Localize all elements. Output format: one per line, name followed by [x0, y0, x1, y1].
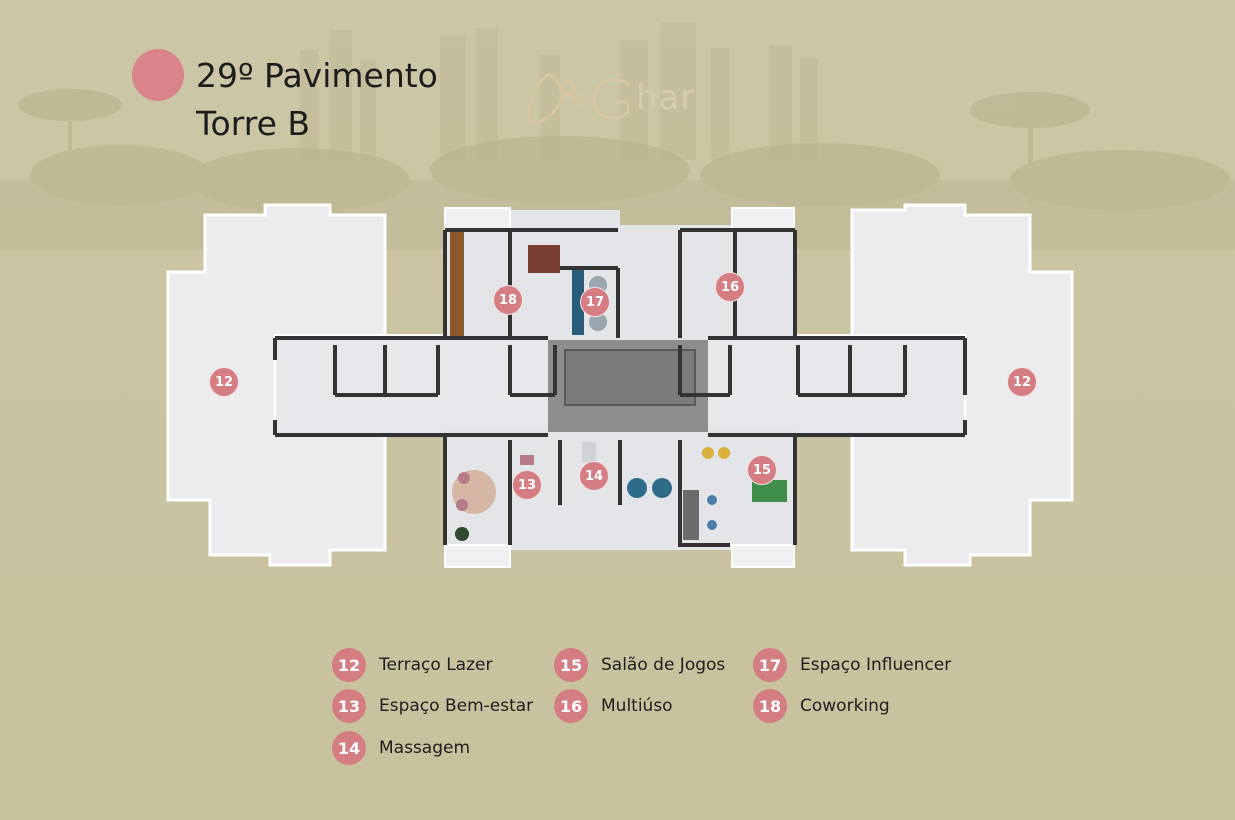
balcony-bottom-left	[444, 544, 511, 568]
legend-label: Multiúso	[601, 696, 673, 716]
legend-badge: 17	[753, 648, 787, 682]
legend-label: Massagem	[379, 738, 471, 758]
skyline	[300, 22, 818, 160]
legend-item-15: 15 Salão de Jogos	[554, 648, 725, 682]
lion-key-g-logo-icon	[527, 72, 632, 124]
balcony-top-left	[444, 207, 511, 231]
title-tower: Torre B	[196, 104, 311, 143]
plan-marker-18: 18	[493, 285, 523, 315]
legend-badge: 16	[554, 689, 588, 723]
legend-item-12: 12 Terraço Lazer	[332, 648, 492, 682]
page-title: 29º Pavimento Torre B	[196, 52, 438, 148]
legend-badge: 12	[332, 648, 366, 682]
plan-marker-15: 15	[747, 455, 777, 485]
plan-marker-17: 17	[580, 287, 610, 317]
plan-marker-12-left: 12	[209, 367, 239, 397]
legend-label: Salão de Jogos	[601, 655, 726, 675]
legend-label: Terraço Lazer	[379, 655, 493, 675]
legend-item-14: 14 Massagem	[332, 731, 470, 765]
plan-marker-14: 14	[579, 461, 609, 491]
core-shaft	[564, 349, 696, 406]
balcony-bottom-right	[731, 544, 795, 568]
plan-marker-16: 16	[715, 272, 745, 302]
walls	[273, 228, 967, 547]
logo-text: har	[636, 78, 696, 118]
legend-badge: 18	[753, 689, 787, 723]
plan-marker-12-right: 12	[1007, 367, 1037, 397]
legend-item-18: 18 Coworking	[753, 689, 890, 723]
upper-block-right	[620, 225, 795, 340]
legend-item-13: 13 Espaço Bem-estar	[332, 689, 533, 723]
legend-label: Espaço Influencer	[800, 655, 952, 675]
legend-badge: 14	[332, 731, 366, 765]
title-floor: 29º Pavimento	[196, 56, 438, 95]
legend-badge: 13	[332, 689, 366, 723]
balcony-top-right	[731, 207, 795, 231]
furniture	[450, 232, 787, 541]
legend-label: Coworking	[800, 696, 890, 716]
title-dot	[132, 49, 184, 101]
legend-item-17: 17 Espaço Influencer	[753, 648, 951, 682]
plan-marker-13: 13	[512, 470, 542, 500]
legend-label: Espaço Bem-estar	[379, 696, 534, 716]
legend-badge: 15	[554, 648, 588, 682]
legend-item-16: 16 Multiúso	[554, 689, 673, 723]
